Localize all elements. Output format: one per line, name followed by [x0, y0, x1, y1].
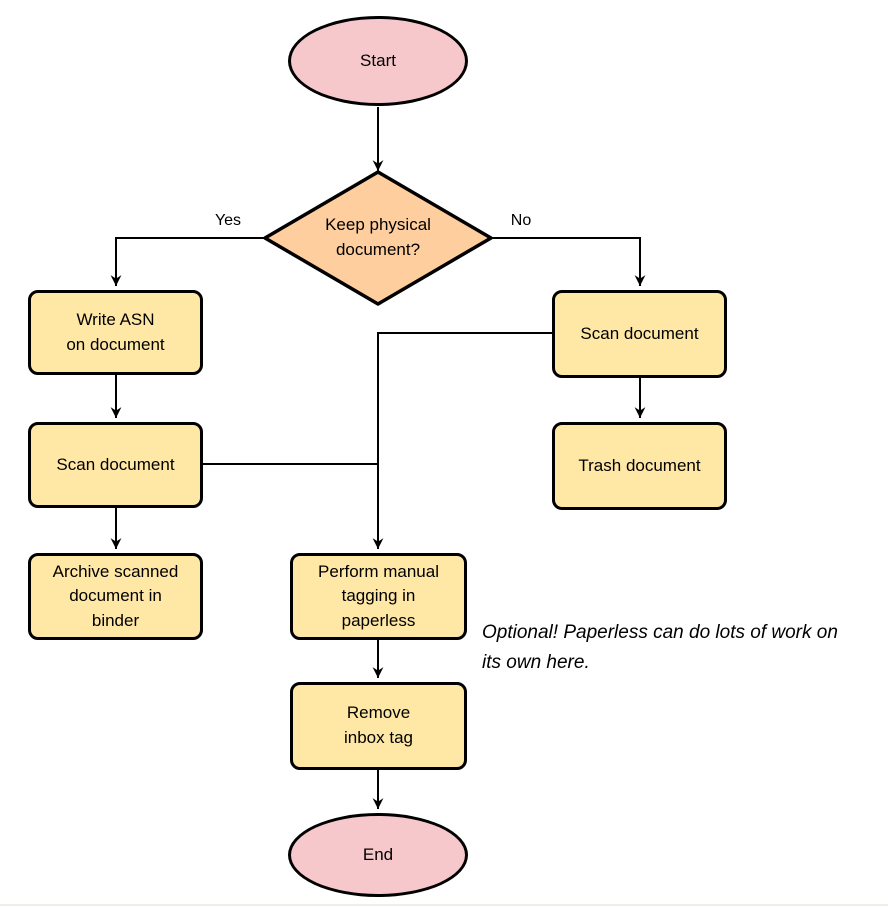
edge-label-no: No [510, 212, 532, 229]
node-archive-binder-label: Archive scanned document in binder [52, 561, 179, 630]
edge-decision-scanright-no [492, 237, 646, 286]
node-remove-inbox-tag-label: Remove inbox tag [344, 703, 413, 747]
node-trash-document: Trash document [552, 422, 727, 510]
annotation-note: Optional! Paperless can do lots of work … [482, 622, 838, 673]
node-write-asn-label: Write ASN on document [66, 309, 165, 354]
node-scan-document-left: Scan document [28, 422, 203, 508]
decision-shape [263, 170, 493, 306]
node-remove-inbox-tag: Remove inbox tag [290, 682, 467, 770]
node-decision: Keep physical document? [278, 204, 478, 272]
node-scan-document-right: Scan document [552, 290, 727, 378]
edge-label-yes: Yes [214, 212, 242, 229]
bottom-rule [0, 904, 888, 906]
node-end: End [288, 813, 468, 897]
edge-scanright-tagging [372, 332, 552, 549]
node-manual-tagging: Perform manual tagging in paperless [290, 553, 467, 640]
node-start: Start [288, 16, 468, 106]
node-end-label: End [362, 844, 394, 864]
node-scan-document-left-label: Scan document [56, 454, 175, 474]
node-trash-document-label: Trash document [578, 455, 701, 475]
node-start-label: Start [360, 50, 396, 70]
node-manual-tagging-label: Perform manual tagging in paperless [318, 561, 439, 630]
node-scan-document-right-label: Scan document [580, 323, 699, 343]
edge-decision-writeasn-yes [110, 237, 264, 286]
node-decision-label: Keep physical document? [325, 215, 431, 259]
node-archive-binder: Archive scanned document in binder [28, 553, 203, 640]
node-write-asn: Write ASN on document [28, 290, 203, 375]
